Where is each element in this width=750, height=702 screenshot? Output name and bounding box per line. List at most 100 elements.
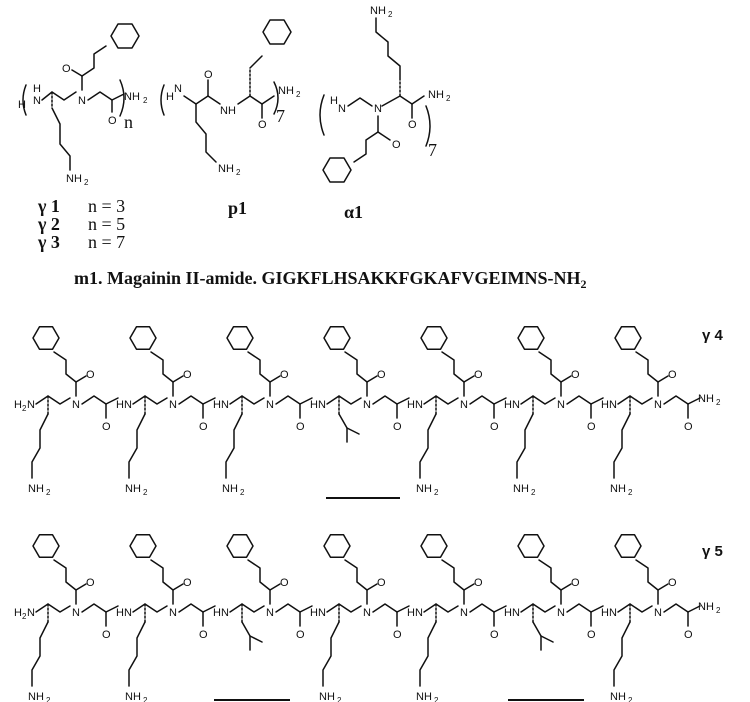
atom-nh2: NH: [428, 89, 444, 101]
p1-structure: H N O NH O NH 2 7 NH 2 p1: [160, 19, 301, 218]
label-gamma2-n: n = 5: [88, 214, 125, 234]
atom-h: H: [18, 99, 26, 111]
atom-hn: HN: [504, 607, 520, 619]
atom-o: O: [199, 629, 208, 641]
phenyl-ring: [517, 533, 545, 559]
alpha1-structure: NH 2 H N N O NH 2 7 O α1: [319, 5, 451, 222]
amide-bond: [202, 605, 216, 613]
atom-nh2: NH: [125, 483, 141, 495]
backbone: [347, 97, 373, 107]
amide-bond: [396, 397, 410, 405]
atom-o: O: [684, 629, 693, 641]
backbone: [81, 603, 107, 613]
lysine-chain: [419, 413, 437, 479]
atom-o: O: [587, 629, 596, 641]
amide-bond: [687, 397, 701, 405]
amide-bond: [105, 605, 119, 613]
propyl-chain: [150, 351, 174, 397]
sub-2: 2: [46, 696, 51, 702]
atom-o: O: [587, 421, 596, 433]
backbone: [275, 603, 301, 613]
atom-o: O: [490, 421, 499, 433]
amide-bond: [105, 397, 119, 405]
carbonyl: [75, 375, 87, 383]
propyl-chain: [247, 351, 271, 397]
atom-o: O: [408, 119, 417, 131]
backbone: [41, 91, 77, 101]
backbone: [469, 395, 495, 405]
carbonyl: [560, 583, 572, 591]
backbone: [617, 603, 653, 613]
atom-o: O: [199, 421, 208, 433]
backbone: [183, 95, 209, 105]
atom-nh2: NH: [28, 483, 44, 495]
carbonyl: [657, 583, 669, 591]
phenyl-ring: [262, 19, 292, 45]
atom-o: O: [668, 577, 677, 589]
amide-bond: [687, 605, 701, 613]
propyl-chain: [635, 351, 659, 397]
lysine-chain: [128, 621, 146, 687]
backbone: [372, 395, 398, 405]
atom-hn: HN: [116, 607, 132, 619]
carbonyl: [269, 375, 281, 383]
atom-nh: NH: [220, 105, 236, 117]
atom-hn: HN: [310, 399, 326, 411]
atom-o: O: [571, 577, 580, 589]
backbone: [520, 603, 556, 613]
atom-nh2: NH: [222, 483, 238, 495]
atom-hn: HN: [213, 607, 229, 619]
lysine-chain: [31, 621, 49, 687]
magainin-sequence: m1. Magainin II-amide. GIGKFLHSAKKFGKAFV…: [74, 268, 587, 291]
phenyl-ring: [32, 533, 60, 559]
repeat-7: 7: [428, 140, 437, 160]
propyl-chain: [635, 559, 659, 605]
gamma-series-legend: γ 1 n = 3 γ 2 n = 5 γ 3 n = 7: [37, 196, 125, 252]
sub-2: 2: [84, 178, 89, 187]
phenyl-ring: [110, 23, 140, 49]
propyl-chain: [538, 351, 562, 397]
lysine-chain: [613, 621, 631, 687]
atom-nh2: NH: [218, 163, 234, 175]
carbonyl: [657, 375, 669, 383]
amide-bond: [493, 397, 507, 405]
phenyl-ring: [323, 533, 351, 559]
atom-hn: HN: [407, 607, 423, 619]
label-gamma5: γ 5: [702, 543, 723, 560]
sub-2: 2: [628, 488, 633, 497]
atom-n: N: [169, 607, 177, 619]
atom-hn: HN: [116, 399, 132, 411]
atom-nh2: NH: [319, 691, 335, 702]
atom-o: O: [86, 369, 95, 381]
label-gamma3: γ 3: [37, 232, 60, 252]
atom-o: O: [258, 119, 267, 131]
phenyl-ring: [226, 533, 254, 559]
phenyl-ring: [420, 533, 448, 559]
backbone: [326, 603, 362, 613]
bond: [411, 95, 425, 105]
atom-o: O: [108, 115, 117, 127]
atom-n: N: [266, 607, 274, 619]
label-gamma2: γ 2: [37, 214, 60, 234]
atom-o: O: [474, 577, 483, 589]
sub-2: 2: [143, 488, 148, 497]
leucine-chain: [241, 621, 251, 651]
sub-2: 2: [143, 96, 148, 105]
backbone: [35, 395, 71, 405]
atom-n: N: [654, 399, 662, 411]
carbonyl: [366, 375, 378, 383]
atom-h2n: H: [14, 399, 22, 411]
atom-o: O: [684, 421, 693, 433]
atom-n: N: [72, 607, 80, 619]
atom-nh2: NH: [610, 691, 626, 702]
phenyl-ring: [517, 325, 545, 351]
atom-nh2: NH: [698, 601, 714, 613]
amide-bond: [299, 397, 313, 405]
atom-o: O: [392, 139, 401, 151]
propyl-chain: [53, 559, 77, 605]
atom-n: N: [363, 399, 371, 411]
carbonyl: [172, 375, 184, 383]
right-bracket: [425, 105, 431, 147]
